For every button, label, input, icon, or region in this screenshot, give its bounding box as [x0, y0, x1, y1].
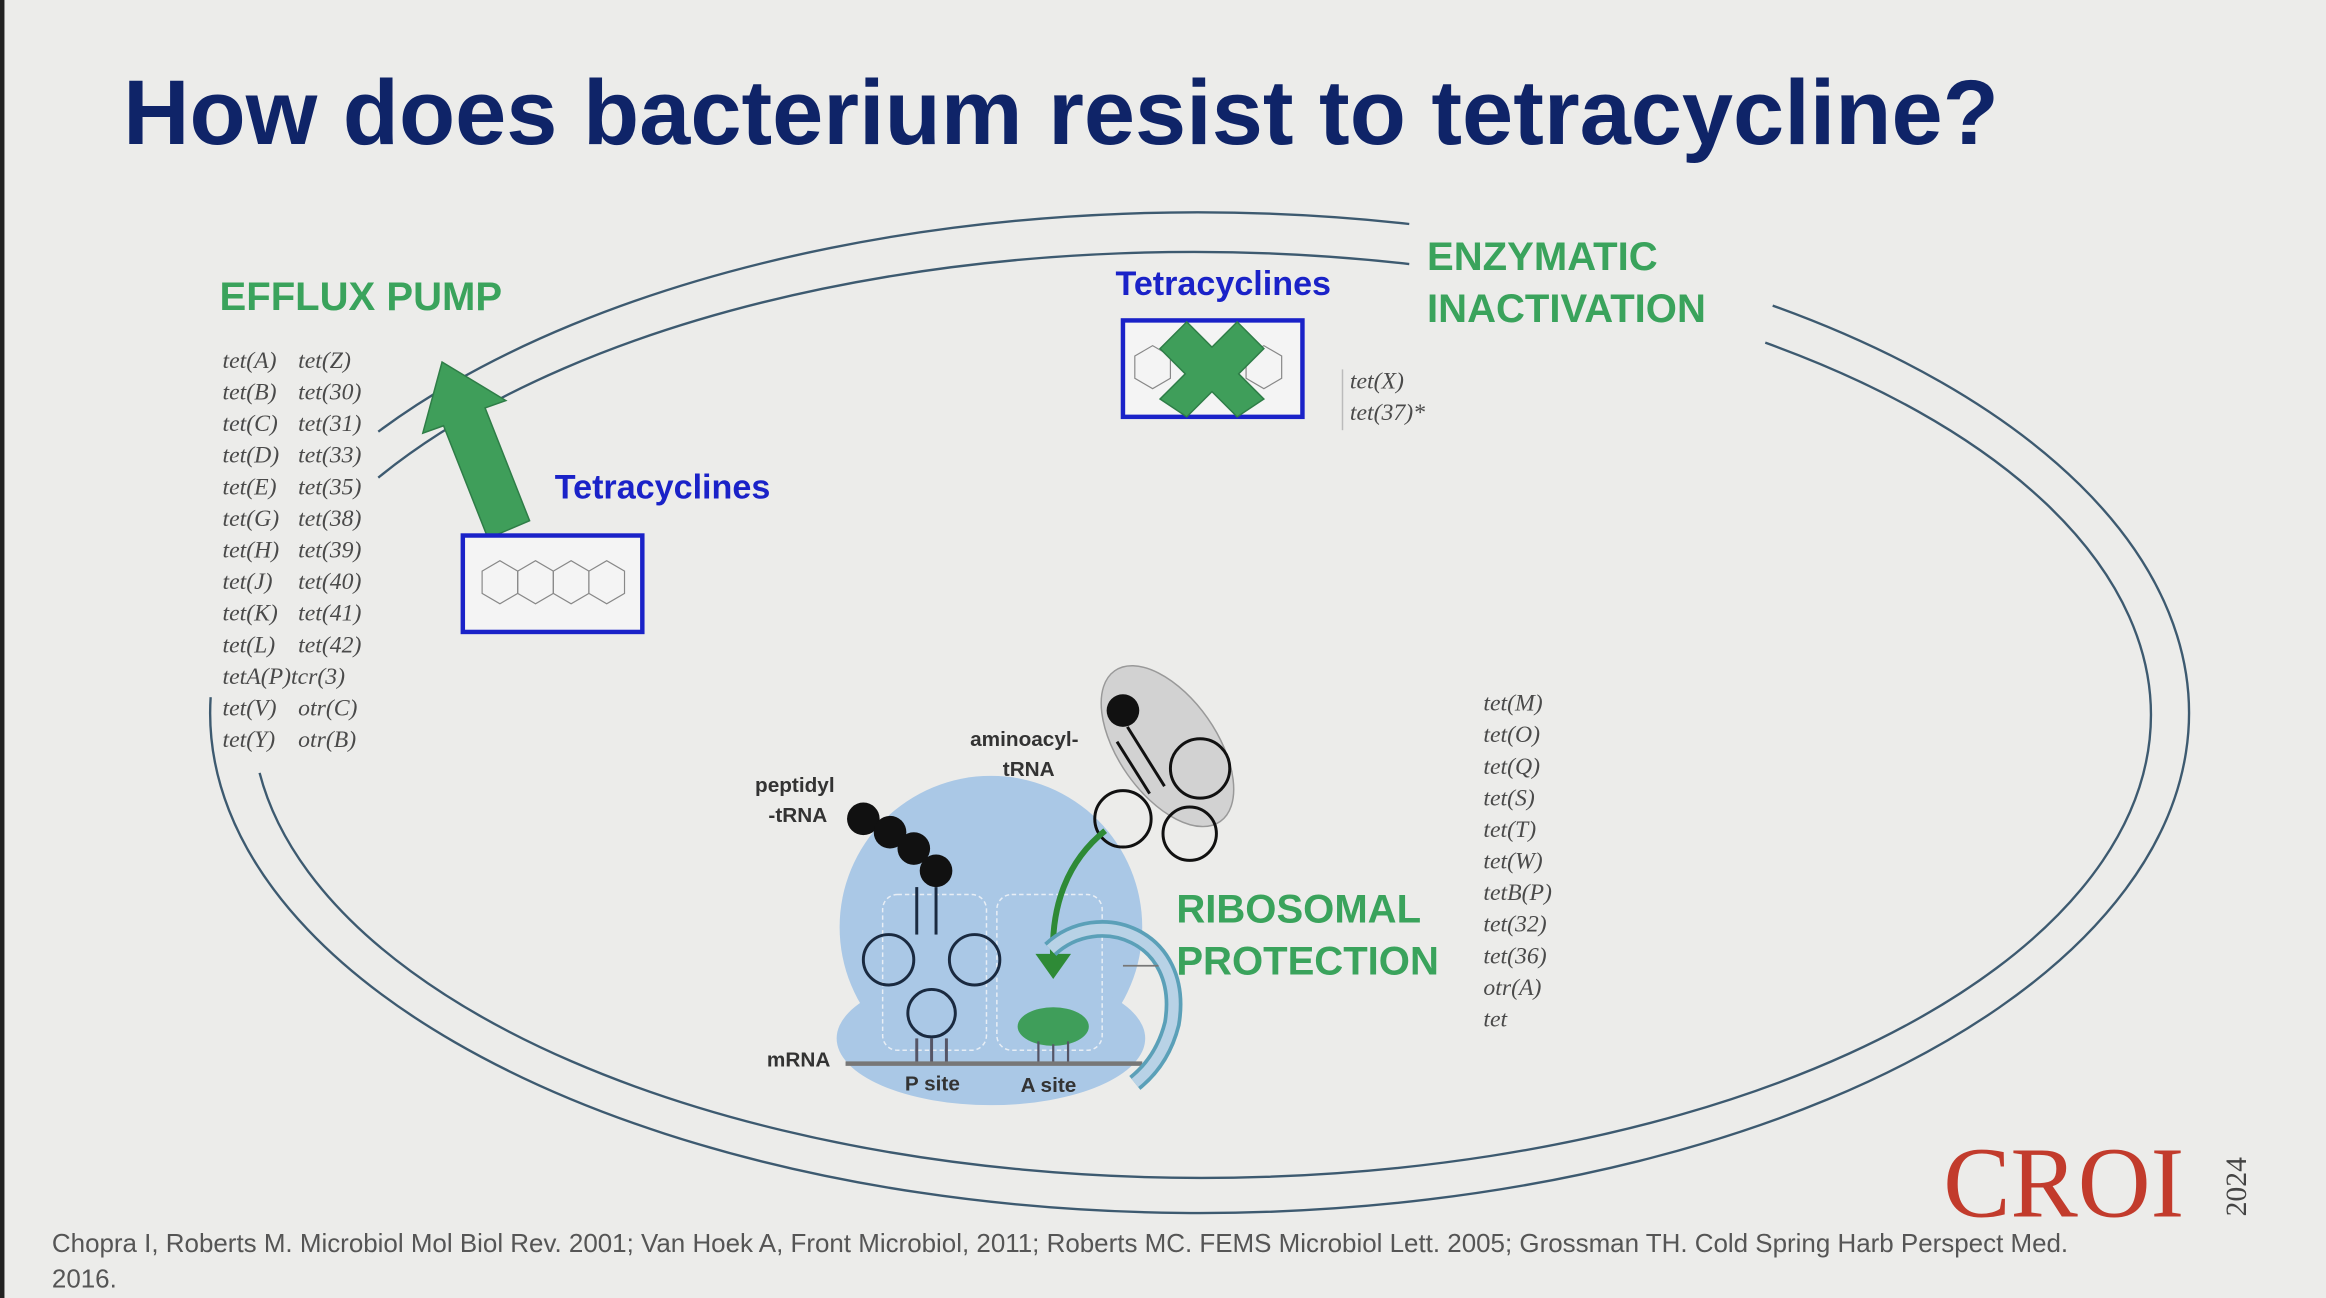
- efflux-gene: tet(K): [223, 601, 278, 627]
- efflux-gene: tet(H): [223, 537, 280, 563]
- cross-icon: [1158, 320, 1266, 418]
- arrowhead-icon: [1035, 953, 1072, 980]
- efflux-gene: tet(Z): [298, 348, 351, 374]
- efflux-gene: tet(38): [298, 506, 361, 532]
- aminoacyl-trna: [1093, 665, 1235, 862]
- ribosomal-gene: tet(M): [1483, 691, 1542, 717]
- logo-year: 2024: [2221, 1157, 2253, 1216]
- ribosomal-gene: tet(36): [1483, 943, 1546, 969]
- efflux-gene: tet(A): [223, 348, 277, 374]
- citation-line1: Chopra I, Roberts M. Microbiol Mol Biol …: [52, 1230, 2068, 1258]
- enzymatic-heading-line1: ENZYMATIC: [1427, 235, 1658, 279]
- ribosomal-gene: tet(T): [1483, 817, 1536, 843]
- tetracyclines-label-efflux: Tetracyclines: [555, 468, 771, 506]
- ribosomal-gene: tet(W): [1483, 849, 1542, 875]
- slide-title: How does bacterium resist to tetracyclin…: [123, 62, 1999, 164]
- efflux-gene: tet(Y): [223, 727, 276, 753]
- efflux-gene: tet(39): [298, 537, 361, 563]
- p-site-label: P site: [905, 1072, 960, 1095]
- ribosomal-gene: otr(A): [1483, 975, 1541, 1001]
- citation-line2: 2016.: [52, 1266, 117, 1294]
- ribosomal-gene-list: tet(M) tet(O) tet(Q) tet(S) tet(T) tet(W) tetB…: [1483, 691, 1552, 1033]
- ribosome-diagram: peptidyl -tRNA aminoacyl- tRNA mRNA P si…: [755, 665, 1235, 1106]
- efflux-gene: tet(J): [223, 569, 273, 595]
- peptidyl-trna: [847, 802, 1002, 1064]
- aminoacyl-label-line1: aminoacyl-: [970, 728, 1078, 751]
- tet-protein-a-site: [1017, 1007, 1089, 1046]
- mrna-label: mRNA: [767, 1049, 830, 1072]
- efflux-gene: tet(35): [298, 474, 361, 500]
- left-border: [0, 0, 5, 1298]
- ribosomal-gene: tet: [1483, 1007, 1508, 1033]
- aminoacyl-label-line2: tRNA: [1003, 758, 1055, 781]
- ribosomal-heading-line2: PROTECTION: [1176, 940, 1439, 984]
- tetracycline-molecule-inactivated: [1120, 318, 1305, 420]
- logo-name: CROI: [1943, 1126, 2184, 1238]
- efflux-gene: tet(B): [223, 379, 277, 405]
- peptidyl-label-line2: -tRNA: [768, 804, 827, 827]
- efflux-gene: tet(41): [298, 601, 361, 627]
- ribosomal-gene: tet(Q): [1483, 754, 1540, 780]
- efflux-gene: otr(C): [298, 695, 357, 721]
- efflux-gene: otr(B): [298, 727, 356, 753]
- efflux-gene: tet(E): [223, 474, 277, 500]
- efflux-gene: tetA(P)tcr(3): [223, 664, 346, 690]
- efflux-gene: tet(D): [223, 443, 280, 469]
- efflux-gene: tet(30): [298, 379, 361, 405]
- efflux-pump-heading: EFFLUX PUMP: [220, 275, 503, 319]
- a-site-label: A site: [1021, 1074, 1077, 1097]
- efflux-gene: tet(42): [298, 632, 361, 658]
- ribosomal-gene: tetB(P): [1483, 880, 1552, 906]
- efflux-gene: tet(C): [223, 411, 278, 437]
- ribosomal-gene: tet(O): [1483, 722, 1540, 748]
- tetracyclines-label-enzymatic: Tetracyclines: [1116, 265, 1332, 303]
- croi-logo: CROI 2024: [1943, 1126, 2253, 1238]
- efflux-gene: tet(L): [223, 632, 276, 658]
- efflux-arrow-icon: [421, 360, 531, 540]
- efflux-gene: tet(40): [298, 569, 361, 595]
- ribosomal-heading-line1: RIBOSOMAL: [1176, 888, 1421, 932]
- efflux-gene: tet(33): [298, 443, 361, 469]
- gene-tet-37: tet(37)*: [1350, 400, 1425, 426]
- efflux-gene: tet(31): [298, 411, 361, 437]
- peptidyl-label-line1: peptidyl: [755, 774, 835, 797]
- gene-tet-x: tet(X): [1350, 369, 1404, 395]
- efflux-gene: tet(G): [223, 506, 280, 532]
- efflux-gene: tet(V): [223, 695, 277, 721]
- ribosomal-gene: tet(32): [1483, 912, 1546, 938]
- ribosomal-gene: tet(S): [1483, 785, 1534, 811]
- efflux-gene-list: tet(A) tet(Z) tet(B) tet(30) tet(C) tet(31) te…: [223, 348, 362, 753]
- outer-membrane: [208, 211, 2191, 1215]
- enzymatic-heading-line2: INACTIVATION: [1427, 287, 1706, 331]
- tetracycline-molecule-efflux: [460, 533, 645, 635]
